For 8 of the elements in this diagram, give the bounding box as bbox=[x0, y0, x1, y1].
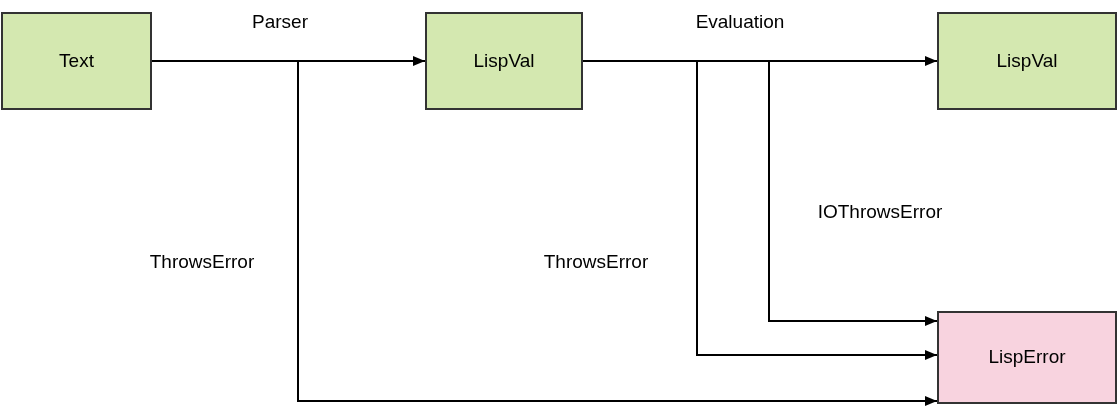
process-box bbox=[425, 12, 583, 110]
box-label: LispError bbox=[988, 345, 1066, 370]
box-label: Text bbox=[59, 48, 94, 73]
process-box bbox=[937, 12, 1117, 110]
box-label: LispVal bbox=[473, 48, 535, 73]
box-label: LispVal bbox=[996, 48, 1058, 73]
process-box bbox=[1, 12, 152, 110]
process-box bbox=[937, 311, 1117, 404]
